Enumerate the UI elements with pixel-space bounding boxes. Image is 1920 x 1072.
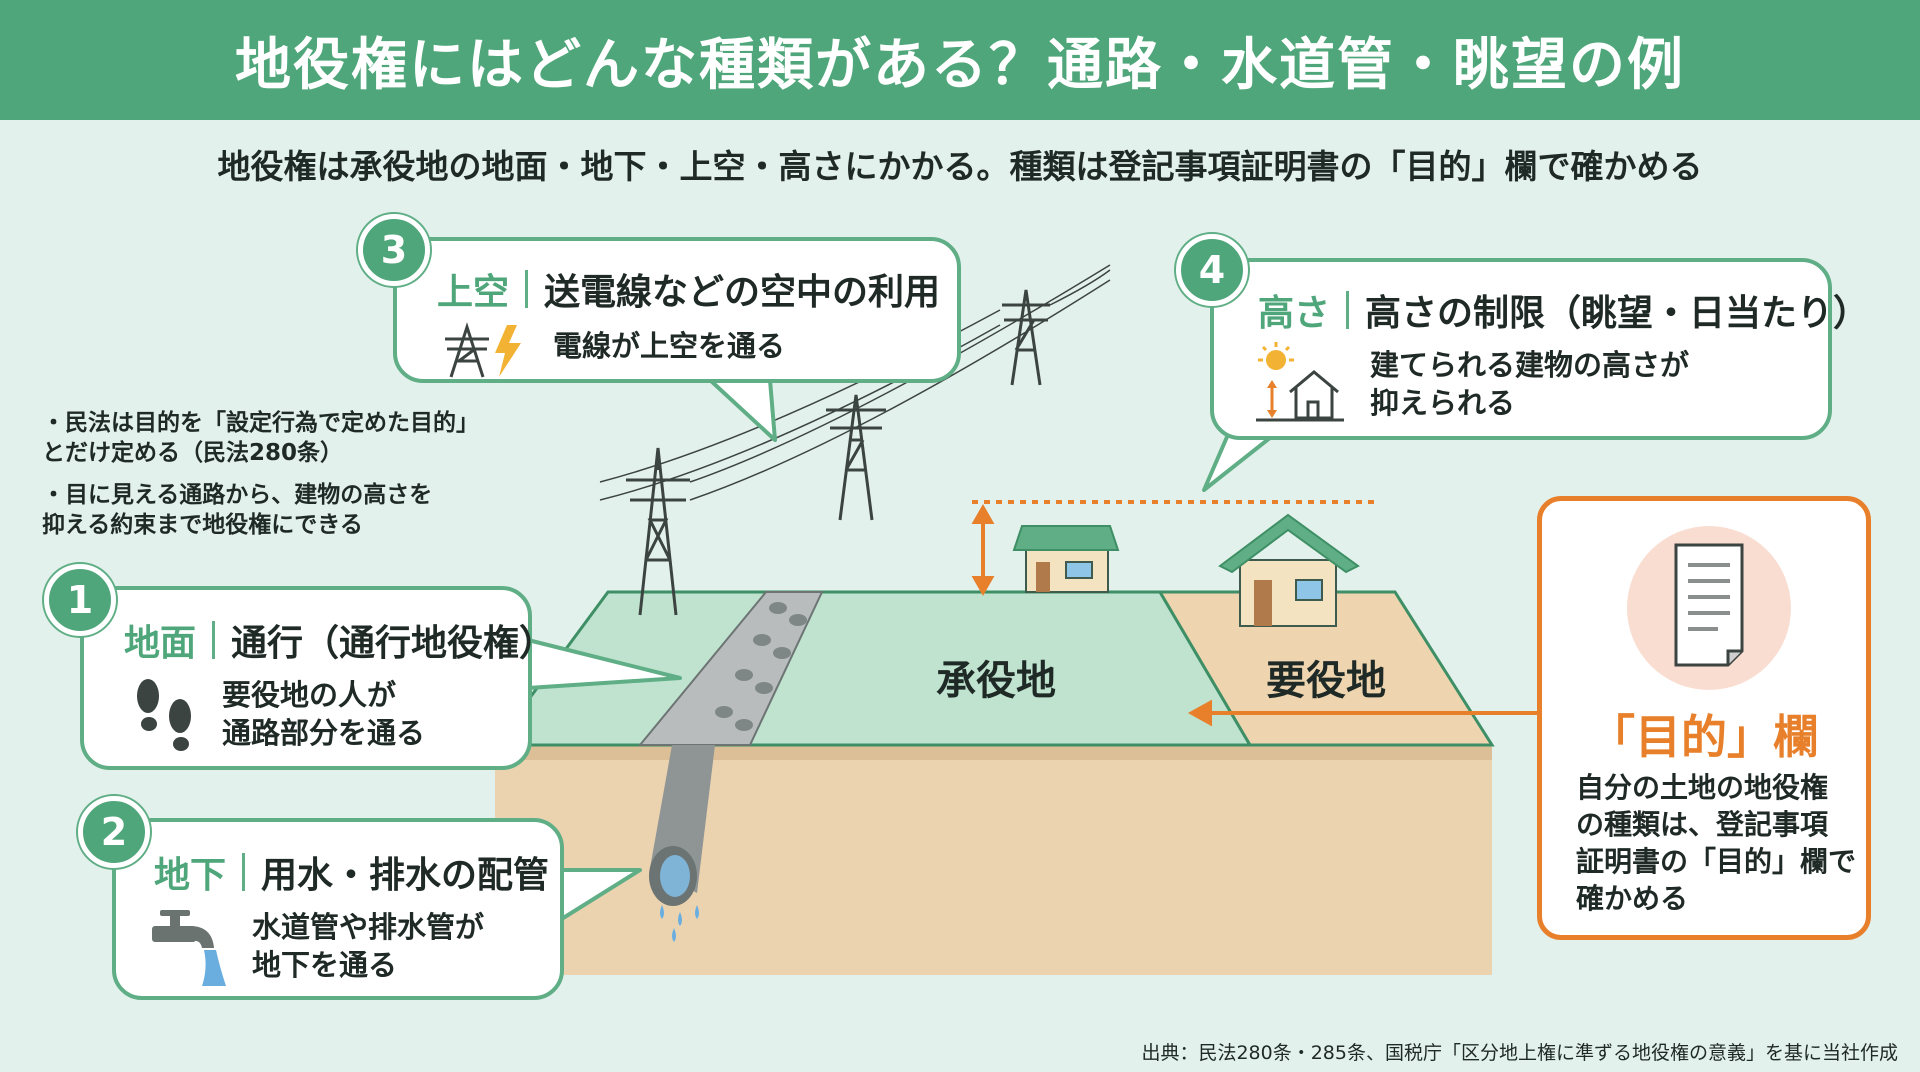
purpose-arrow bbox=[1187, 699, 1537, 727]
source-note: 出典：民法280条・285条、国税庁「区分地上権に準ずる地役権の意義」を基に当社… bbox=[1141, 1042, 1898, 1064]
purpose-box: 「目的」欄 自分の土地の地役権 の種類は、登記事項 証明書の「目的」欄で 確かめ… bbox=[1537, 496, 1871, 940]
callout-3-tail bbox=[708, 378, 777, 442]
callout-overhead-desc: 電線が上空を通る bbox=[553, 329, 786, 363]
height-arrow bbox=[971, 503, 995, 597]
passage-strip bbox=[637, 591, 824, 746]
header-bar: 地役権にはどんな種類がある？通路・水道管・眺望の例 bbox=[0, 0, 1920, 120]
callout-ground: 地面通行（通行地役権） 要役地の人が 通路部分を通る bbox=[80, 586, 555, 770]
callout-underground-desc: 水道管や排水管が 地下を通る bbox=[252, 910, 485, 982]
note-2: ・目に見える通路から、建物の高さを 抑える約束まで地役権にできる bbox=[42, 482, 433, 538]
soil-block bbox=[495, 745, 1492, 975]
footprints-icon bbox=[137, 679, 191, 751]
callout-overhead: 上空送電線などの空中の利用 電線が上空を通る bbox=[393, 237, 961, 383]
callout-ground-desc: 要役地の人が 通路部分を通る bbox=[222, 678, 426, 750]
sun-house-icon bbox=[1256, 342, 1344, 422]
page-title: 地役権にはどんな種類がある？通路・水道管・眺望の例 bbox=[235, 32, 1685, 98]
purpose-title: 「目的」欄 bbox=[1589, 710, 1819, 764]
path-footprints bbox=[715, 602, 807, 731]
servient-land-label: 承役地 bbox=[936, 658, 1056, 704]
power-tower-icon bbox=[445, 322, 521, 378]
dominant-house bbox=[1218, 513, 1360, 627]
callout-height-title: 高さ高さの制限（眺望・日当たり） bbox=[1258, 291, 1870, 334]
callout-height-desc: 建てられる建物の高さが 抑えられる bbox=[1370, 348, 1690, 420]
power-towers bbox=[599, 264, 1111, 616]
callout-underground-badge: 2 bbox=[78, 796, 150, 868]
callout-underground: 地下用水・排水の配管 水道管や排水管が 地下を通る bbox=[112, 818, 564, 1000]
dominant-land-label: 要役地 bbox=[1266, 658, 1386, 704]
faucet-icon bbox=[152, 910, 226, 986]
callout-underground-title: 地下用水・排水の配管 bbox=[154, 853, 550, 896]
callout-ground-title: 地面通行（通行地役権） bbox=[124, 621, 556, 664]
subtitle: 地役権は承役地の地面・地下・上空・高さにかかる。種類は登記事項証明書の「目的」欄… bbox=[217, 147, 1703, 186]
callout-ground-badge: 1 bbox=[44, 564, 116, 636]
callout-overhead-badge: 3 bbox=[358, 214, 430, 286]
callout-height-badge: 4 bbox=[1176, 234, 1248, 306]
purpose-desc: 自分の土地の地役権 の種類は、登記事項 証明書の「目的」欄で 確かめる bbox=[1576, 771, 1857, 915]
note-1: ・民法は目的を「設定行為で定めた目的」 とだけ定める（民法280条） bbox=[42, 410, 479, 466]
document-icon bbox=[1627, 526, 1791, 690]
water-pipe bbox=[649, 745, 715, 942]
notes: ・民法は目的を「設定行為で定めた目的」 とだけ定める（民法280条） ・目に見え… bbox=[42, 408, 479, 552]
callout-height: 高さ高さの制限（眺望・日当たり） 建てられる建物の高さが 抑えられる bbox=[1210, 258, 1869, 440]
callout-overhead-title: 上空送電線などの空中の利用 bbox=[437, 270, 941, 313]
servient-house bbox=[1012, 525, 1120, 593]
soil-top-edge bbox=[495, 745, 1492, 760]
